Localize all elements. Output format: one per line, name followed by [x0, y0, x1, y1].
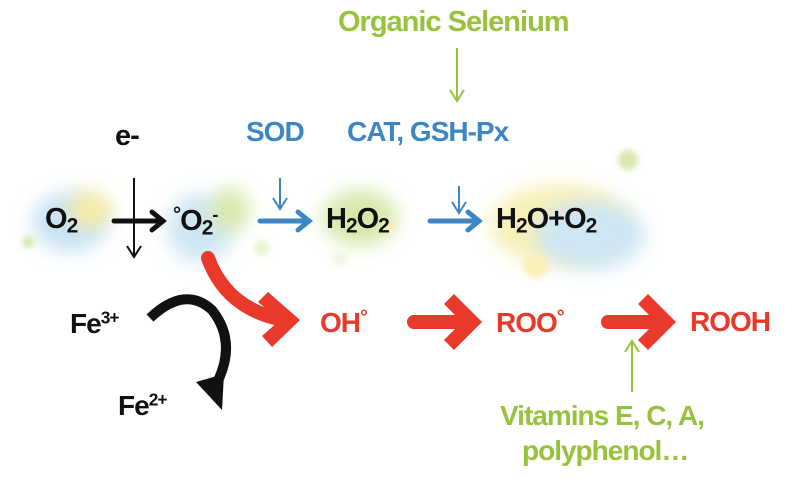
- background-blobs: [22, 150, 645, 278]
- reaction-arrow-o2-superoxide: [111, 209, 167, 233]
- products-sub1: 2: [515, 214, 528, 238]
- electron-arrow: [126, 178, 142, 259]
- ferrous-iron: Fe2+: [118, 389, 168, 421]
- oh-radical-dot: °: [360, 306, 368, 328]
- hydroperoxide: ROOH: [690, 306, 771, 337]
- o2-base: O: [45, 203, 68, 235]
- reaction-arrow-h2o2-products: [427, 209, 483, 233]
- fe3-charge: 3+: [100, 307, 120, 328]
- fe2-charge: 2+: [148, 389, 168, 410]
- ferric-iron: Fe3+: [70, 307, 120, 339]
- products-sub2: 2: [585, 214, 598, 238]
- superoxide-base: O: [180, 205, 203, 238]
- h2o2-o: O: [356, 203, 380, 235]
- fe3-base: Fe: [70, 308, 102, 339]
- roo-radical-dot: °: [556, 306, 565, 328]
- roo-base: ROO: [496, 306, 558, 338]
- h2o2-h: H: [326, 203, 347, 235]
- superoxide-charge: -: [212, 204, 218, 225]
- selenium-arrow: [449, 48, 465, 103]
- hydrogen-peroxide-species: H2O2: [326, 203, 390, 237]
- antioxidants-line1: Vitamins E, C, A,: [500, 400, 705, 431]
- cat-gsh-px-label: CAT, GSH-Px: [347, 116, 509, 147]
- reaction-arrow-oh-roo: [407, 294, 482, 350]
- fe2-base: Fe: [118, 390, 150, 421]
- peroxyl-radical: ROO°: [496, 306, 565, 338]
- organic-selenium-label: Organic Selenium: [338, 6, 570, 38]
- oxygen-species: O2: [45, 203, 78, 237]
- h2o2-sub2: 2: [378, 214, 390, 238]
- reaction-arrow-superoxide-oh: [201, 251, 300, 347]
- superoxide-species: °O2-: [173, 204, 218, 239]
- reaction-arrow-superoxide-h2o2: [257, 209, 313, 233]
- sod-arrow: [272, 178, 288, 211]
- h2o2-sub1: 2: [345, 214, 358, 238]
- oh-base: OH: [320, 306, 361, 338]
- cat-gsh-arrow: [451, 186, 467, 215]
- products-o-plus-o: O+O: [526, 203, 587, 235]
- water-oxygen-products: H2O+O2: [496, 203, 597, 237]
- hydroxyl-radical: OH°: [320, 306, 368, 338]
- sod-label: SOD: [246, 116, 305, 147]
- reaction-arrow-roo-rooh: [601, 294, 676, 350]
- electron-label: e-: [115, 120, 140, 152]
- o2-sub: 2: [66, 214, 79, 238]
- antioxidants-line2: polyphenol…: [522, 435, 689, 466]
- superoxide-sub: 2: [201, 216, 214, 240]
- products-h: H: [496, 203, 517, 235]
- antioxidant-arrow: [624, 339, 640, 392]
- superoxide-radical-dot: °: [173, 204, 181, 226]
- iron-reduction-arrow: [146, 294, 231, 410]
